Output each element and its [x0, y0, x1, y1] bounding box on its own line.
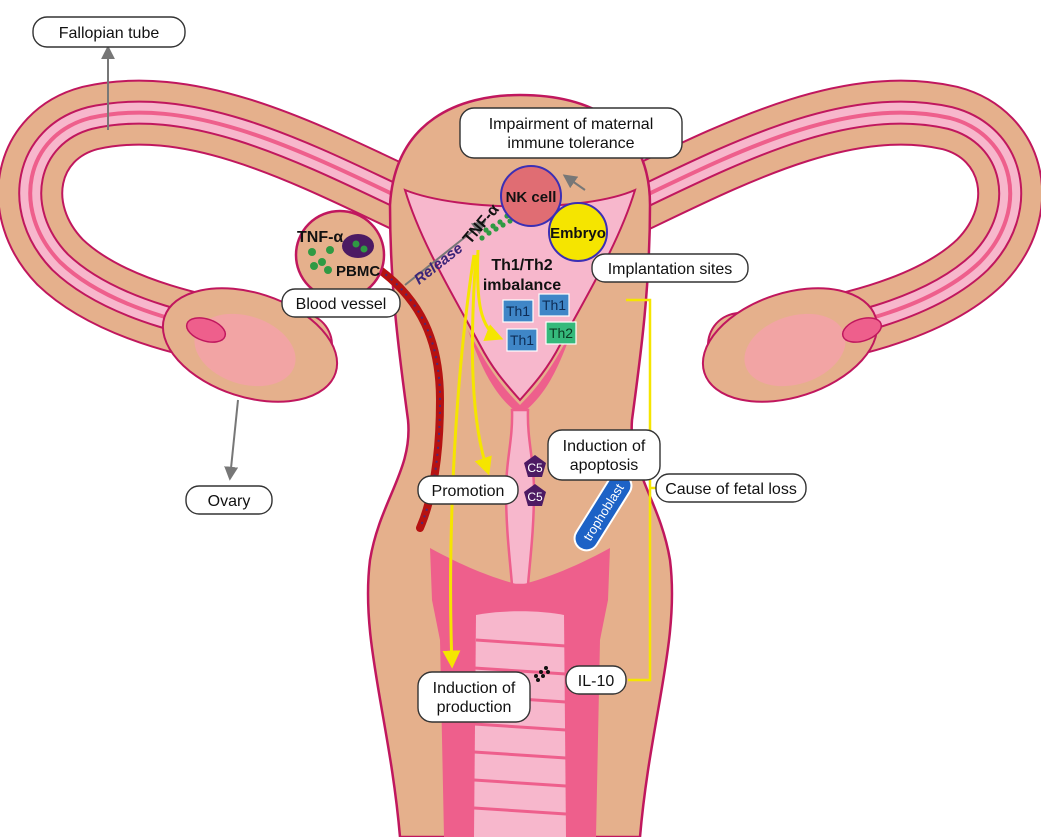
svg-text:Promotion: Promotion	[432, 483, 505, 500]
svg-text:Impairment of maternal: Impairment of maternal	[489, 116, 654, 133]
th-imbalance-line2: imbalance	[483, 277, 561, 294]
th2-cell: Th2	[549, 325, 573, 341]
svg-text:Blood vessel: Blood vessel	[296, 296, 387, 313]
blood-vessel-cross-section	[296, 211, 384, 299]
label-cause-fetal-loss: Cause of fetal loss	[656, 474, 806, 502]
label-induction-production: Induction of production	[418, 672, 530, 722]
c5-label-2: C5	[527, 490, 543, 504]
th1-cell-1: Th1	[506, 303, 530, 319]
th1-cell-2: Th1	[542, 297, 566, 313]
label-impairment: Impairment of maternal immune tolerance	[460, 108, 682, 158]
tnf-alpha-blood-label: TNF-α	[297, 229, 343, 246]
label-induction-apoptosis: Induction of apoptosis	[548, 430, 660, 480]
svg-text:IL-10: IL-10	[578, 673, 615, 690]
label-ovary: Ovary	[186, 486, 272, 514]
svg-text:Induction of: Induction of	[563, 438, 646, 455]
svg-text:Cause of fetal loss: Cause of fetal loss	[665, 481, 797, 498]
embryo-label: Embryo	[550, 225, 606, 242]
label-implantation-sites: Implantation sites	[592, 254, 748, 282]
ovary-arrow	[230, 400, 238, 478]
c5-label-1: C5	[527, 461, 543, 475]
th1-cell-3: Th1	[510, 332, 534, 348]
th-imbalance-line1: Th1/Th2	[491, 257, 552, 274]
svg-text:apoptosis: apoptosis	[570, 457, 639, 474]
svg-text:Fallopian tube: Fallopian tube	[59, 25, 160, 42]
label-il10: IL-10	[566, 666, 626, 694]
label-blood-vessel: Blood vessel	[282, 289, 400, 317]
svg-text:production: production	[437, 699, 512, 716]
svg-text:immune tolerance: immune tolerance	[507, 135, 634, 152]
svg-text:Induction of: Induction of	[433, 680, 516, 697]
label-promotion: Promotion	[418, 476, 518, 504]
svg-text:Ovary: Ovary	[208, 493, 251, 510]
label-fallopian-tube: Fallopian tube	[33, 17, 185, 47]
nk-cell-label: NK cell	[506, 189, 557, 206]
svg-text:Implantation sites: Implantation sites	[608, 261, 733, 278]
pbmc-label: PBMC	[336, 263, 380, 280]
